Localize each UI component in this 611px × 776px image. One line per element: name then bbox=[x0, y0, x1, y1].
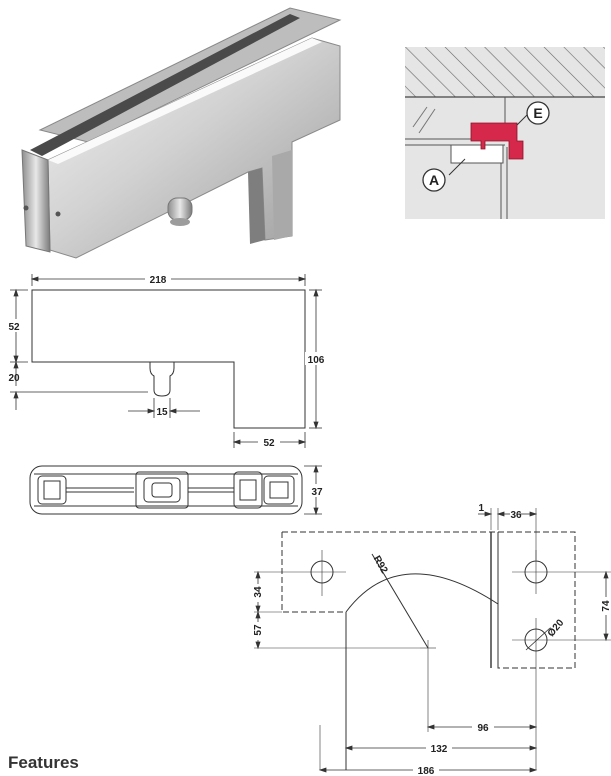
installation-detail: E A bbox=[405, 47, 605, 219]
dim-74: 74 bbox=[601, 600, 611, 612]
label-e: E bbox=[533, 105, 542, 121]
dim-34: 34 bbox=[253, 586, 264, 598]
dim-52-bottom: 52 bbox=[263, 438, 275, 449]
dim-1: 1 bbox=[478, 503, 484, 514]
dim-20: 20 bbox=[8, 373, 20, 384]
features-heading: Features bbox=[8, 753, 79, 772]
dim-37: 37 bbox=[311, 487, 323, 498]
dim-96: 96 bbox=[477, 723, 489, 734]
dim-57: 57 bbox=[253, 624, 264, 636]
dim-106: 106 bbox=[308, 355, 325, 366]
dim-36: 36 bbox=[510, 510, 522, 521]
dim-186: 186 bbox=[418, 766, 435, 776]
dim-15: 15 bbox=[156, 407, 168, 418]
dim-d20: Ø20 bbox=[546, 617, 567, 639]
dim-218: 218 bbox=[150, 275, 167, 286]
dim-r92: R92 bbox=[371, 554, 390, 576]
dim-132: 132 bbox=[431, 744, 448, 755]
front-view-drawing: 218 52 106 20 15 52 bbox=[4, 272, 329, 449]
label-a: A bbox=[429, 172, 439, 188]
glass-cutout-drawing: 1 36 34 57 74 R92 Ø20 96 132 186 bbox=[250, 503, 611, 776]
dim-52-left: 52 bbox=[8, 322, 20, 333]
product-photo bbox=[21, 7, 342, 259]
top-view-drawing: 37 bbox=[29, 464, 327, 516]
